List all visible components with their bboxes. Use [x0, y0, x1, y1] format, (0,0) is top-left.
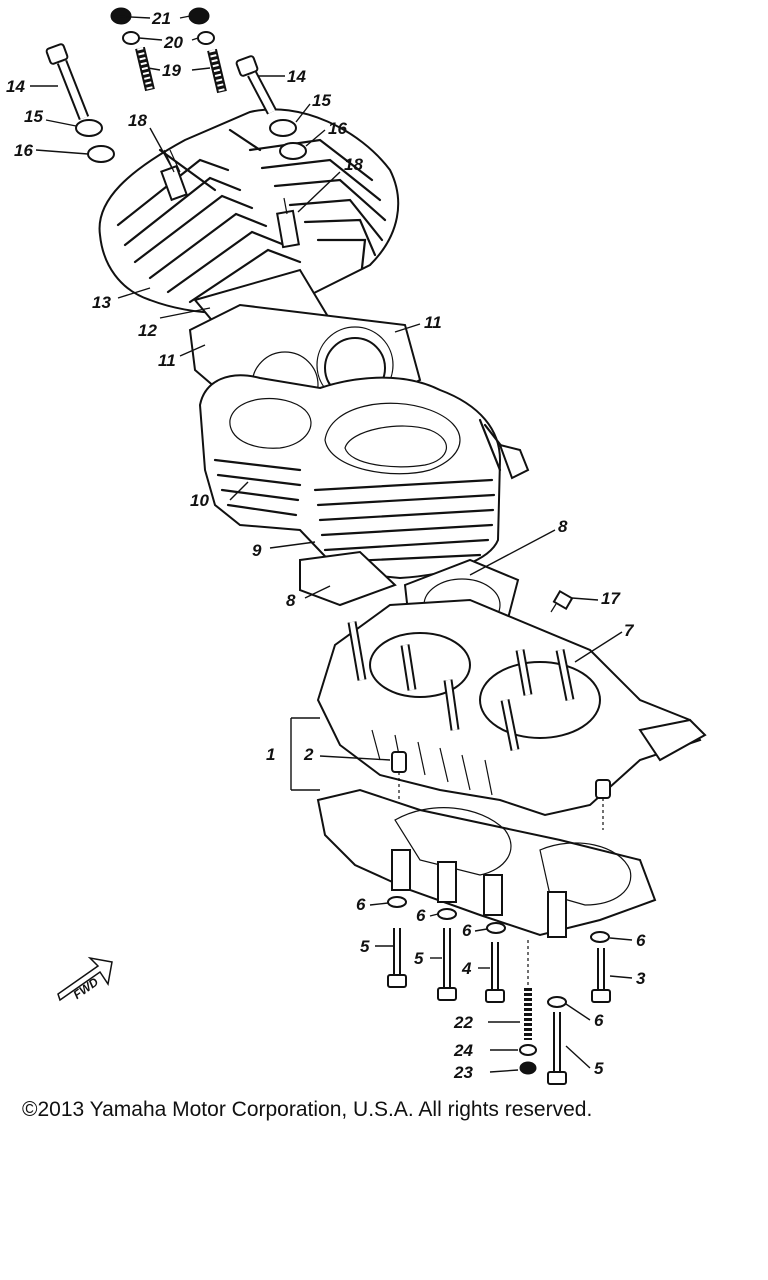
plug-17 — [550, 589, 574, 613]
callout-9: 9 — [252, 541, 262, 560]
dowel-pin-left — [391, 751, 407, 773]
callout-14-left: 14 — [6, 77, 25, 96]
callout-21: 21 — [151, 9, 171, 28]
callout-16-left: 16 — [14, 141, 33, 160]
callout-6-d: 6 — [636, 931, 646, 950]
callout-12: 12 — [138, 321, 157, 340]
case-boss-4 — [547, 891, 567, 938]
callout-24: 24 — [453, 1041, 473, 1060]
callout-16-right: 16 — [328, 119, 347, 138]
callout-3: 3 — [636, 969, 646, 988]
forward-arrow-icon: FWD — [57, 956, 113, 1002]
callout-5-c: 5 — [594, 1059, 604, 1078]
callout-11-right: 11 — [424, 313, 442, 332]
case-boss-1 — [391, 849, 411, 891]
copyright-notice: ©2013 Yamaha Motor Corporation, U.S.A. A… — [22, 1098, 593, 1121]
stud-19-right — [207, 48, 227, 94]
callout-6-c: 6 — [462, 921, 472, 940]
callout-15-left: 15 — [24, 107, 43, 126]
cylinder-head — [98, 108, 400, 315]
washer-20-right — [197, 31, 215, 45]
washer-15-right — [269, 119, 297, 137]
lower-fasteners — [387, 896, 611, 1085]
spark-plug-right — [276, 197, 300, 249]
callout-18-right: 18 — [344, 155, 363, 174]
callout-10: 10 — [190, 491, 209, 510]
callout-4: 4 — [461, 959, 472, 978]
callout-20: 20 — [163, 33, 183, 52]
fwd-label: FWD — [71, 975, 102, 1002]
callout-14-right: 14 — [287, 67, 306, 86]
callout-5-b: 5 — [414, 949, 424, 968]
callout-2: 2 — [303, 745, 314, 764]
callout-15-right: 15 — [312, 91, 331, 110]
callout-8-lower: 8 — [286, 591, 296, 610]
base-gasket-front — [299, 550, 397, 607]
callout-6-b: 6 — [416, 906, 426, 925]
head-bolt-left — [45, 43, 90, 121]
washer-15-left — [75, 119, 103, 137]
crankcase-upper — [316, 598, 707, 817]
callout-23: 23 — [453, 1063, 473, 1082]
washer-16-left — [87, 145, 115, 163]
callout-19: 19 — [162, 61, 181, 80]
callout-11-left: 11 — [158, 351, 176, 370]
callout-6-a: 6 — [356, 895, 366, 914]
callout-6-e: 6 — [594, 1011, 604, 1030]
spark-plug-left — [160, 149, 188, 202]
callout-18-left: 18 — [128, 111, 147, 130]
callout-5-a: 5 — [360, 937, 370, 956]
exploded-parts-diagram: FWD 21 — [6, 7, 707, 1085]
callout-1: 1 — [266, 745, 275, 764]
callout-13: 13 — [92, 293, 111, 312]
nut-21-right — [188, 7, 210, 25]
callout-17: 17 — [601, 589, 621, 608]
case-boss-3 — [483, 874, 503, 916]
washer-20-left — [122, 31, 140, 45]
case-boss-2 — [437, 861, 457, 903]
stud-19-left — [135, 46, 155, 92]
callout-8-upper: 8 — [558, 517, 568, 536]
crankcase-studs — [347, 621, 575, 751]
callout-labels: 21 20 19 14 14 15 15 16 16 18 18 13 12 1… — [6, 9, 646, 1082]
head-bolt-right — [235, 55, 277, 115]
dowel-pin-right — [595, 779, 611, 799]
callout-7: 7 — [624, 621, 635, 640]
callout-22: 22 — [453, 1013, 473, 1032]
washer-16-right — [279, 142, 307, 160]
cylinder-block — [198, 374, 530, 580]
crankcase-lower — [316, 788, 657, 938]
leader-lines — [30, 15, 633, 1073]
